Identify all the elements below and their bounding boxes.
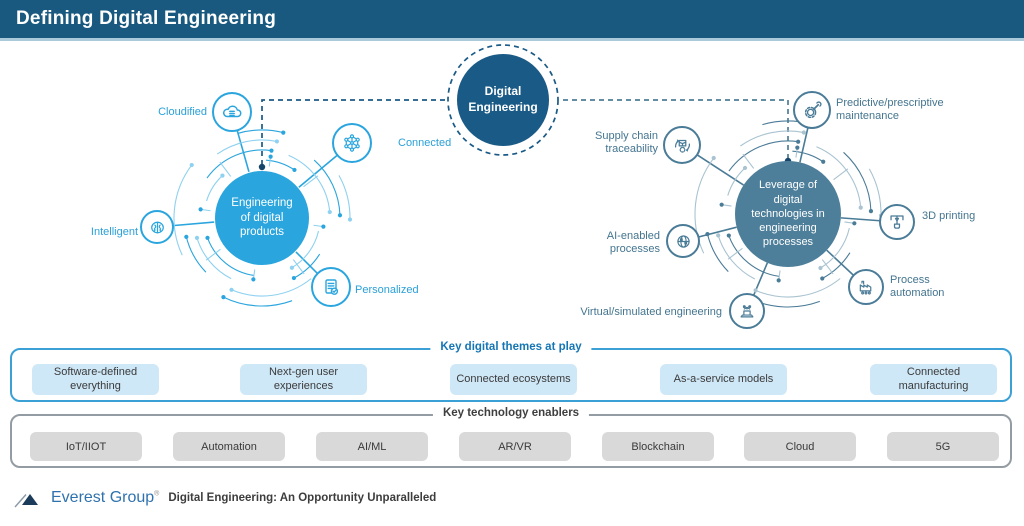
left-sat-label: Intelligent [90, 226, 138, 238]
left-sat-label: Cloudified [158, 106, 207, 118]
enabler-box: 5G [887, 432, 999, 461]
circuit-decoration [172, 44, 884, 308]
right-hub-label: Leverage of digital technologies in engi… [751, 179, 825, 249]
theme-box: As-a-service models [660, 364, 787, 395]
ai-globe-icon [666, 224, 700, 258]
factory-icon [848, 269, 884, 305]
printer-3d-icon [879, 204, 915, 240]
right-sat-label: AI-enabled processes [606, 230, 660, 255]
enabler-box: AR/VR [459, 432, 571, 461]
themes-section: Key digital themes at play Software-defi… [10, 341, 1012, 402]
everest-group-logo-icon [14, 494, 38, 508]
enabler-box: IoT/IIOT [30, 432, 142, 461]
registered-mark: ® [154, 490, 160, 498]
header-accent-strip [0, 38, 1024, 41]
left-hub-label: Engineering of digital products [231, 196, 293, 239]
enabler-box: Automation [173, 432, 285, 461]
enabler-box: Cloud [744, 432, 856, 461]
enabler-box: AI/ML [316, 432, 428, 461]
right-hub: Leverage of digital technologies in engi… [735, 161, 841, 267]
right-sat-label: Virtual/simulated engineering [580, 306, 722, 318]
themes-title: Key digital themes at play [430, 341, 592, 353]
page-title: Defining Digital Engineering [16, 8, 276, 29]
right-sat-label: Process automation [890, 274, 945, 299]
enablers-section: Key technology enablers IoT/IIOT Automat… [10, 407, 1012, 468]
enabler-box: Blockchain [602, 432, 714, 461]
brain-icon [140, 210, 174, 244]
footer-caption: Digital Engineering: An Opportunity Unpa… [168, 492, 437, 504]
right-sat-label: 3D printing [922, 210, 976, 222]
theme-box: Connected ecosystems [450, 364, 577, 395]
right-sat-label: Supply chain traceability [595, 130, 658, 155]
cloud-icon [212, 92, 252, 132]
everest-group-wordmark: Everest Group [51, 489, 155, 506]
header-bar: Defining Digital Engineering [0, 0, 1024, 38]
left-sat-label: Personalized [355, 284, 419, 296]
right-sat-label: Predictive/prescriptive maintenance [836, 97, 944, 122]
theme-box: Next-gen user experiences [240, 364, 367, 395]
gear-wrench-icon [793, 91, 831, 129]
document-check-icon [311, 267, 351, 307]
enablers-title: Key technology enablers [432, 407, 590, 419]
theme-box: Software-defined everything [32, 364, 159, 395]
laptop-drone-icon [729, 293, 765, 329]
theme-box: Connected manufacturing [870, 364, 997, 395]
left-sat-label: Connected [398, 137, 452, 149]
footer: Everest Group® Digital Engineering: An O… [14, 488, 436, 508]
central-node-label: Digital Engineering [468, 84, 538, 114]
network-icon [332, 123, 372, 163]
package-cycle-icon [663, 126, 701, 164]
central-node: Digital Engineering [457, 54, 549, 146]
left-hub: Engineering of digital products [215, 171, 309, 265]
